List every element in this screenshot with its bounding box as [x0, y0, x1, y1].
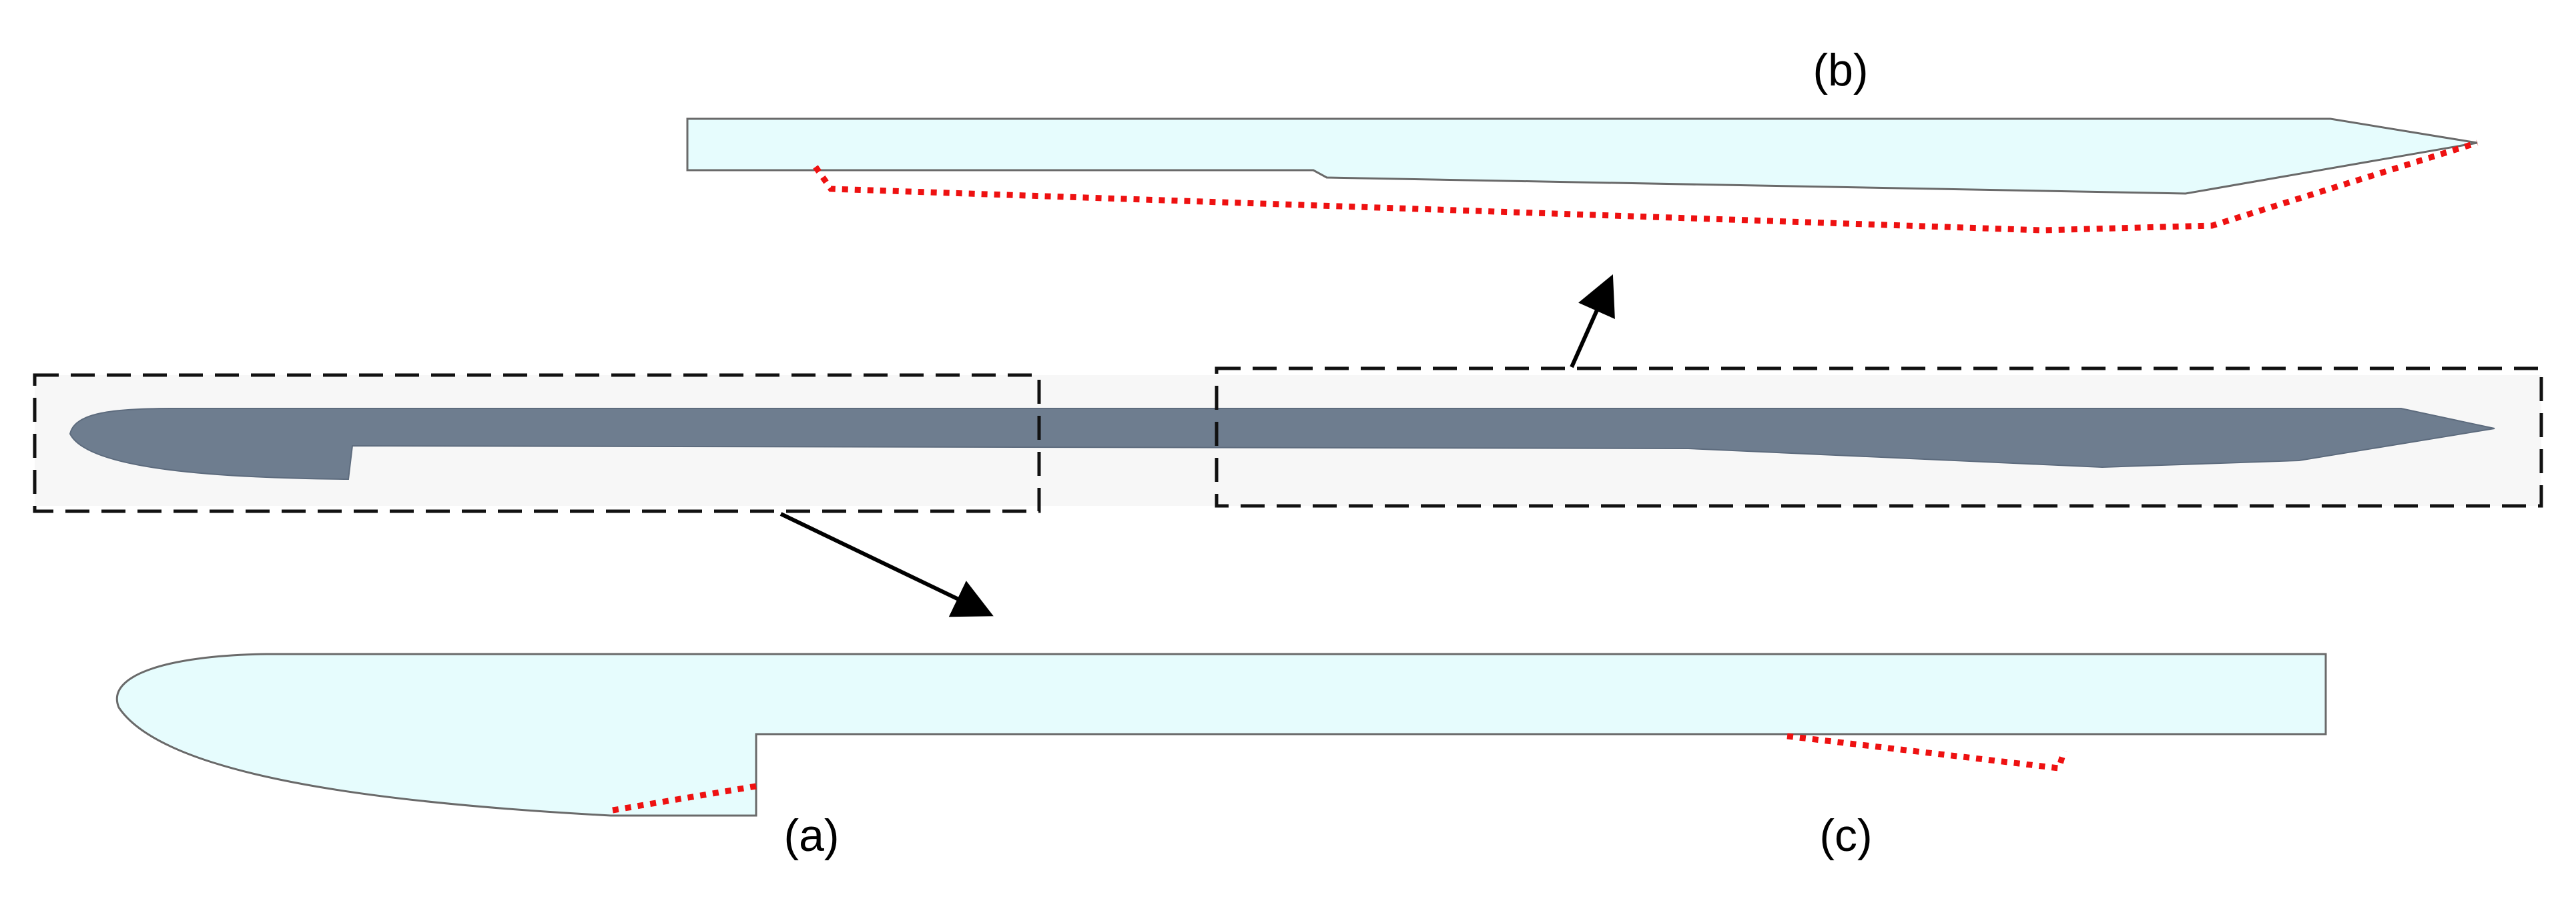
zoom-b-highlight [813, 139, 2479, 234]
label-b: (b) [1813, 45, 1868, 95]
arrow-to-zoom-a [779, 512, 994, 617]
zoom-c-highlight [1787, 733, 2067, 772]
label-a: (a) [783, 810, 839, 861]
label-c: (c) [1819, 810, 1872, 861]
arrow-to-zoom-b [1570, 274, 1615, 368]
full-blade-profile [69, 408, 2495, 481]
zoom-trailing-edge-shape [686, 117, 2478, 195]
trailing-edge-dashed-box [1215, 366, 2543, 508]
zoom-leading-edge-shape [115, 653, 2327, 817]
leading-edge-dashed-box [33, 373, 1041, 513]
